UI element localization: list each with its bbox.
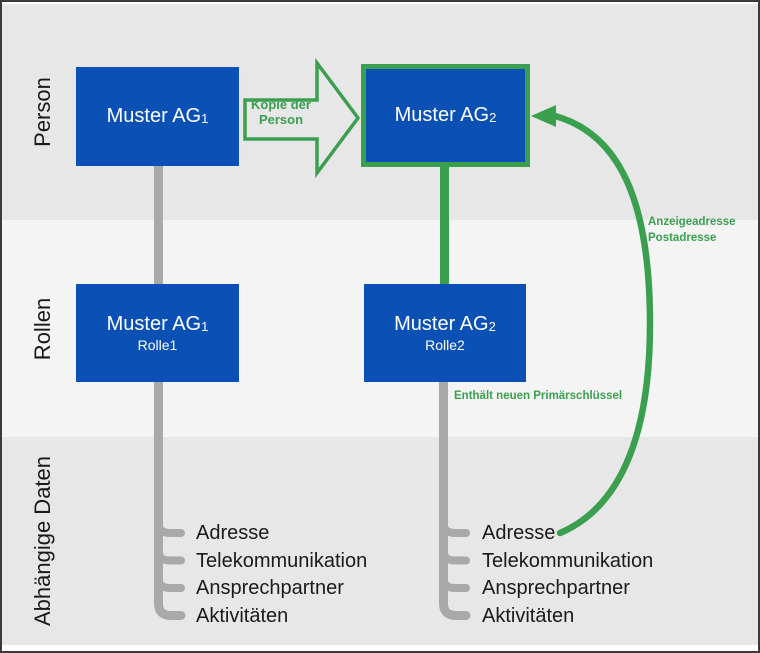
list-item-right-adresse: Adresse xyxy=(482,522,556,544)
trunk-left xyxy=(154,373,186,620)
copy-arrow-label-line1: Kopie der xyxy=(251,97,311,112)
list-item-left-aktivitaeten: Aktivitäten xyxy=(196,604,289,627)
branch-right-adresse xyxy=(439,519,470,537)
entity-title: Muster AG2 xyxy=(394,313,496,336)
entity-title-text: Muster AG xyxy=(106,105,202,127)
entity-title-text: Muster AG xyxy=(106,312,202,335)
trunk-right xyxy=(439,373,471,620)
address-curve-arrowhead-icon xyxy=(531,105,556,127)
list-item-right-ansprechpartner: Ansprechpartner xyxy=(482,577,630,599)
entity-box-rolle-muster-ag2: Muster AG2 Rolle2 xyxy=(364,284,526,382)
entity-title: Muster AG2 xyxy=(395,104,497,127)
branch-right-telekommunikation xyxy=(439,546,470,565)
address-curve-arrow xyxy=(551,112,654,537)
address-curve-label: Anzeigeadresse Postadresse xyxy=(648,214,736,246)
entity-title: Muster AG1 xyxy=(107,105,209,128)
entity-title-subscript: 1 xyxy=(201,111,209,126)
list-item-right-aktivitaeten: Aktivitäten xyxy=(482,604,575,627)
branch-right-ansprechpartner xyxy=(439,574,470,592)
list-item-right-telekommunikation: Telekommunikation xyxy=(482,549,654,572)
copy-arrow-icon xyxy=(243,57,361,179)
branch-left-telekommunikation xyxy=(154,546,185,565)
copy-arrow-label-line2: Person xyxy=(258,112,304,127)
branch-left-adresse xyxy=(154,519,185,537)
entity-title-subscript: 1 xyxy=(201,318,209,334)
entity-title-text: Muster AG xyxy=(394,104,490,126)
band-dependent-data: Abhängige Daten xyxy=(2,437,758,645)
list-item-left-adresse: Adresse xyxy=(196,522,270,544)
entity-title-text: Muster AG xyxy=(394,312,489,335)
entity-subtitle: Rolle2 xyxy=(425,336,465,353)
entity-title-subscript: 2 xyxy=(489,110,497,125)
entity-title: Muster AG1 xyxy=(107,313,209,336)
list-item-left-telekommunikation: Telekommunikation xyxy=(196,549,368,572)
entity-box-person-muster-ag1: Muster AG1 xyxy=(76,67,239,166)
entity-box-rolle-muster-ag1: Muster AG1 Rolle1 xyxy=(76,284,239,382)
entity-subtitle: Rolle1 xyxy=(137,336,178,353)
copy-arrow-label: Kopie der Person xyxy=(242,97,320,127)
address-label-line2: Postadresse xyxy=(648,232,717,244)
address-label-line1: Anzeigeadresse xyxy=(648,216,736,228)
branch-left-ansprechpartner xyxy=(154,574,185,592)
entity-title-subscript: 2 xyxy=(488,318,496,334)
primary-key-label: Enthält neuen Primärschlüssel xyxy=(454,390,623,402)
list-item-left-ansprechpartner: Ansprechpartner xyxy=(196,577,344,599)
entity-box-person-muster-ag2: Muster AG2 xyxy=(361,64,530,167)
